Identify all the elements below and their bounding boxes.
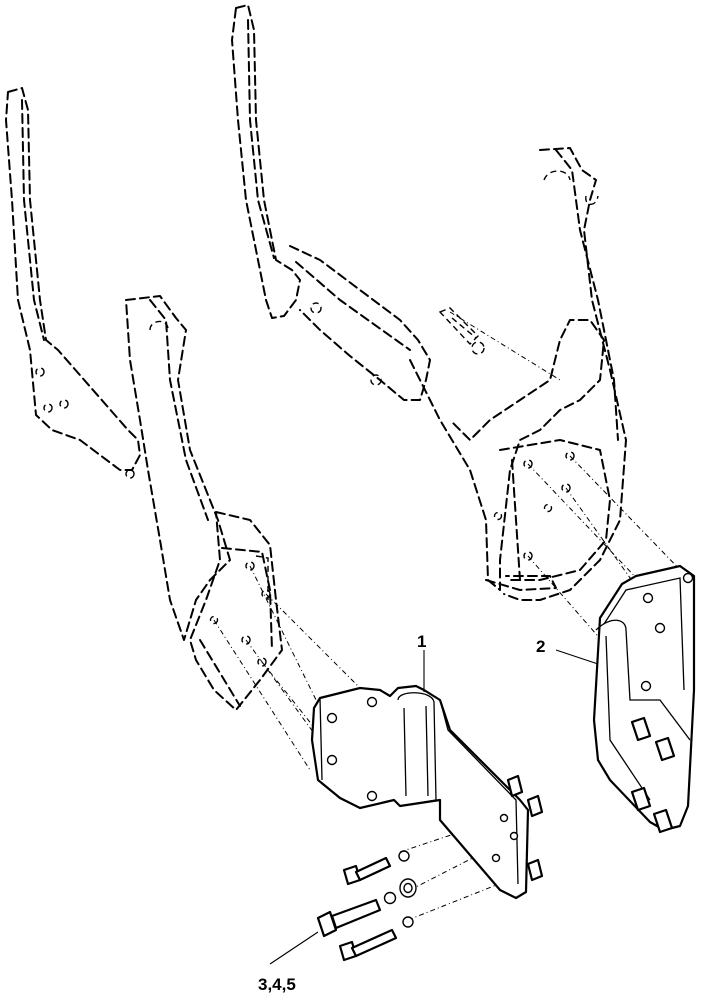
right-ghost-frame <box>231 4 627 601</box>
callout-part-2: 2 <box>536 637 545 656</box>
bracket-part-2 <box>592 564 696 834</box>
fastener-set <box>316 850 417 962</box>
callout-fasteners: 3,4,5 <box>258 975 296 994</box>
left-ghost-frame <box>5 87 283 711</box>
callout-leaders <box>269 649 599 965</box>
bracket-part-1 <box>310 684 544 900</box>
ghost-bolt <box>438 307 485 355</box>
callout-part-1: 1 <box>417 632 426 651</box>
